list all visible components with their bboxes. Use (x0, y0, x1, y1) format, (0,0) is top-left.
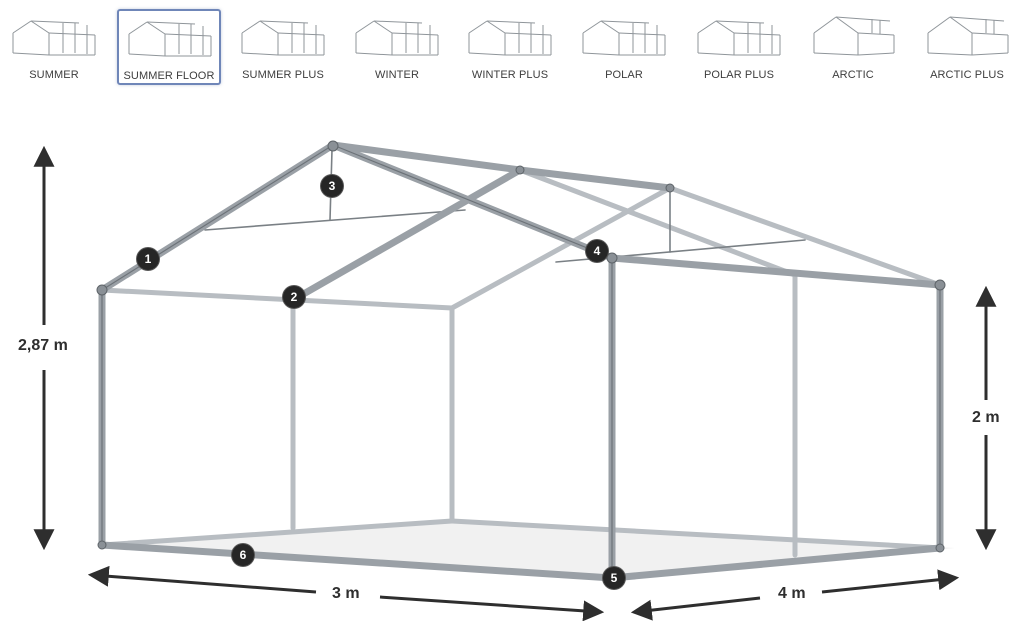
total-height-label: 2,87 m (18, 337, 68, 354)
variant-label: WINTER PLUS (471, 69, 549, 81)
marker-1: 1 (137, 248, 159, 270)
front-frame (96, 140, 946, 584)
variant-winter[interactable]: WINTER (345, 9, 449, 85)
marker-3: 3 (321, 175, 343, 197)
tent-thumbnail-icon (241, 20, 325, 56)
variant-label: SUMMER PLUS (242, 69, 324, 81)
marker-4: 4 (586, 240, 608, 262)
tent-thumbnail-icon (468, 20, 552, 56)
tent-thumbnail-icon (12, 20, 96, 56)
tent-thumbnail-icon (582, 20, 666, 56)
variant-label: POLAR (605, 69, 643, 81)
tent-thumbnail-icon (697, 20, 781, 56)
marker-5: 5 (603, 567, 625, 589)
variant-label: WINTER (375, 69, 419, 81)
variant-summer-plus[interactable]: SUMMER PLUS (231, 9, 335, 85)
tent-thumbnail-icon (927, 16, 1009, 56)
variant-label: SUMMER (29, 69, 79, 81)
variant-label: SUMMER FLOOR (123, 70, 215, 82)
variant-arctic-plus[interactable]: ARCTIC PLUS (915, 9, 1019, 85)
variant-label: ARCTIC PLUS (930, 69, 1004, 81)
variant-polar-plus[interactable]: POLAR PLUS (687, 9, 791, 85)
variant-winter-plus[interactable]: WINTER PLUS (458, 9, 562, 85)
tent-thumbnail-icon (355, 20, 439, 56)
tent-thumbnail-icon (128, 21, 212, 57)
length-label: 4 m (778, 585, 806, 602)
width-label: 3 m (332, 585, 360, 602)
tent-thumbnail-icon (813, 16, 895, 56)
tent-frame-diagram: 2,87 m 2 m 3 m 4 m 1 2 3 4 5 6 (0, 92, 1024, 621)
variant-summer[interactable]: SUMMER (2, 9, 106, 85)
variant-polar[interactable]: POLAR (572, 9, 676, 85)
variant-arctic[interactable]: ARCTIC (801, 9, 905, 85)
side-height-label: 2 m (972, 409, 1000, 426)
tent-frame-drawing (33, 140, 997, 621)
variant-summer-floor[interactable]: SUMMER FLOOR (117, 9, 221, 85)
variant-label: ARCTIC (832, 69, 874, 81)
tent-variant-selector: SUMMER SUMMER FLOOR SUMMER PLUS WINTER W… (0, 0, 1024, 92)
marker-2: 2 (283, 286, 305, 308)
marker-6: 6 (232, 544, 254, 566)
variant-label: POLAR PLUS (703, 69, 775, 81)
dimension-arrows (33, 145, 997, 621)
